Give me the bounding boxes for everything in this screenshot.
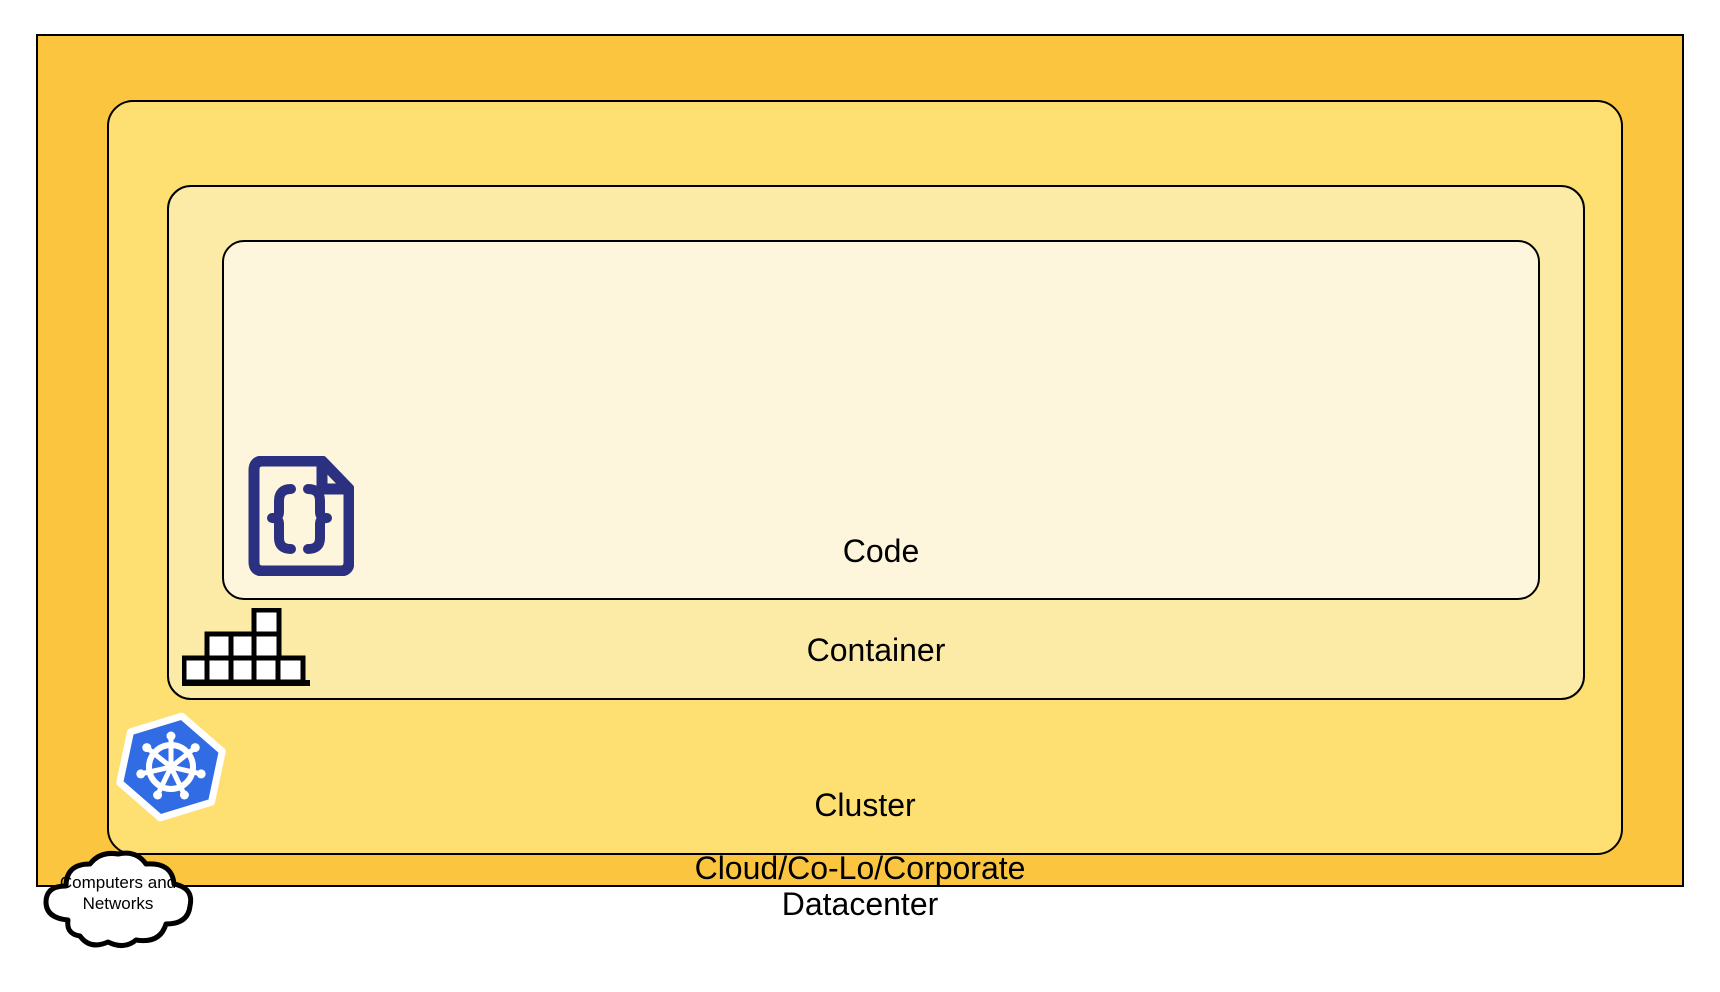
layer-box-code[interactable] (222, 240, 1540, 600)
container-stack-icon (181, 607, 310, 688)
kubernetes-icon (116, 712, 226, 822)
computers-and-networks-cloud[interactable] (38, 848, 198, 952)
code-file-icon (244, 455, 355, 577)
layer-label-datacenter-line2: Datacenter (781, 885, 939, 922)
